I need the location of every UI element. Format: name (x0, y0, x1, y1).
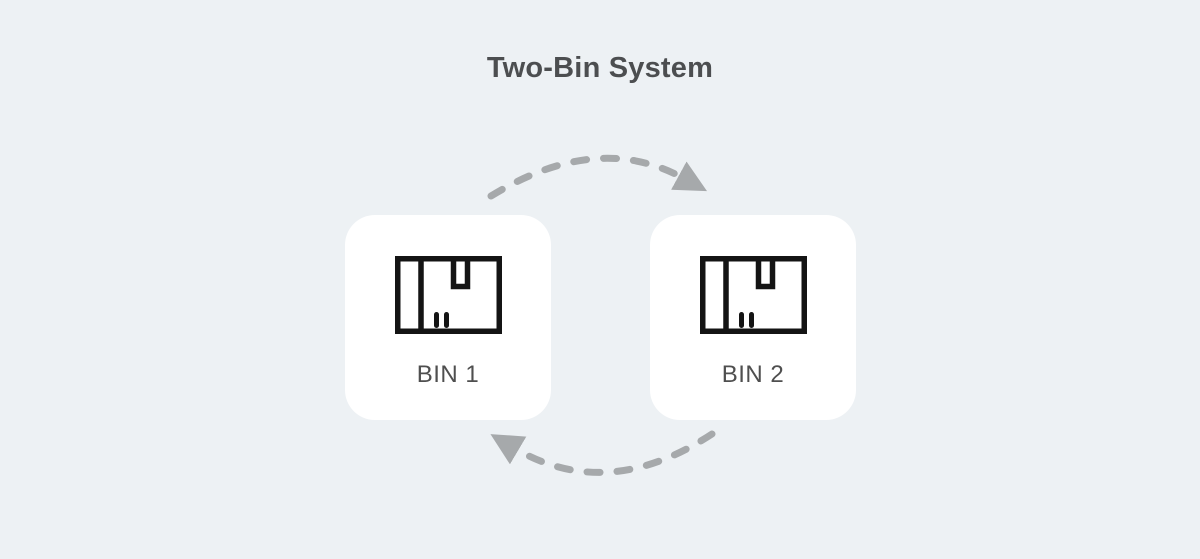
box-tab (755, 260, 775, 290)
box-outline (699, 256, 807, 334)
box-outline (394, 256, 502, 334)
diagram-title: Two-Bin System (486, 52, 714, 84)
bin-2-card: BIN 2 (650, 215, 856, 420)
bin-2-label: BIN 2 (721, 361, 785, 388)
curved-arrow-bottom-icon (490, 430, 716, 476)
box-tab (450, 260, 470, 290)
bin-1-label: BIN 1 (416, 361, 480, 388)
bin-1-card: BIN 1 (345, 215, 551, 420)
box-icon (699, 256, 807, 334)
curved-arrow-top-icon (487, 154, 708, 200)
box-icon (394, 256, 502, 334)
